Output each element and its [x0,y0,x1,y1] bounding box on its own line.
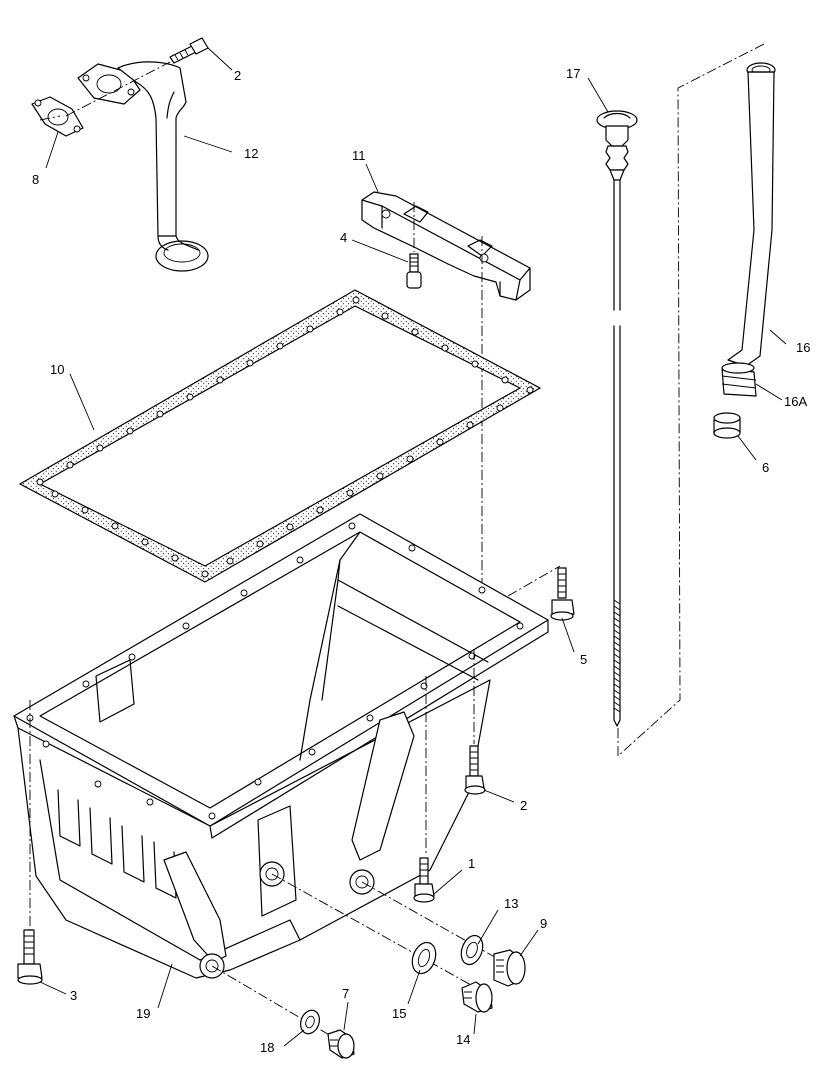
tube-sleeve-part-16a [721,362,757,397]
callout-2-upper: 2 [234,68,241,83]
callout-9: 9 [540,916,547,931]
oil-pan-part-19 [13,513,549,979]
callout-15: 15 [392,1006,406,1021]
callout-2-lower: 2 [520,798,527,813]
callout-13: 13 [504,896,518,911]
callout-16a: 16A [784,394,807,409]
callout-10: 10 [50,362,64,377]
drain-plug-part-7 [327,1029,355,1059]
drain-plug-part-14 [461,981,493,1013]
bolt-part-4 [406,253,422,289]
callout-19: 19 [136,1006,150,1021]
inlet-gasket-part-8 [31,96,84,137]
callout-17: 17 [566,66,580,81]
dipstick-part-17 [596,110,638,727]
washer-part-18 [299,1009,321,1035]
bolt-part-2-upper [169,37,209,64]
washer-part-15 [411,941,437,975]
callout-14: 14 [456,1032,470,1047]
bolt-part-5 [550,567,575,621]
callout-5: 5 [580,652,587,667]
callout-3: 3 [70,988,77,1003]
callout-7: 7 [342,986,349,1001]
callout-8: 8 [32,172,39,187]
callout-12: 12 [244,146,258,161]
seal-part-6 [713,412,741,439]
callout-6: 6 [762,460,769,475]
leader-lines [39,47,787,1047]
callout-18: 18 [260,1040,274,1055]
dipstick-tube-part-16 [727,62,776,367]
washer-part-13 [460,934,484,966]
callout-1: 1 [468,856,475,871]
bolt-part-1 [413,857,435,903]
callout-16: 16 [796,340,810,355]
callout-4: 4 [340,230,347,245]
bolt-part-3 [17,929,43,985]
suction-tube-part-12 [77,61,209,272]
callout-labels: 2 12 8 11 4 10 17 16 16A 6 5 2 1 3 19 13… [32,66,810,1055]
oil-pan-gasket-part-10 [18,289,542,583]
drain-plug-part-9 [493,949,526,987]
bracket-part-11 [361,191,531,301]
callout-11: 11 [352,148,366,163]
